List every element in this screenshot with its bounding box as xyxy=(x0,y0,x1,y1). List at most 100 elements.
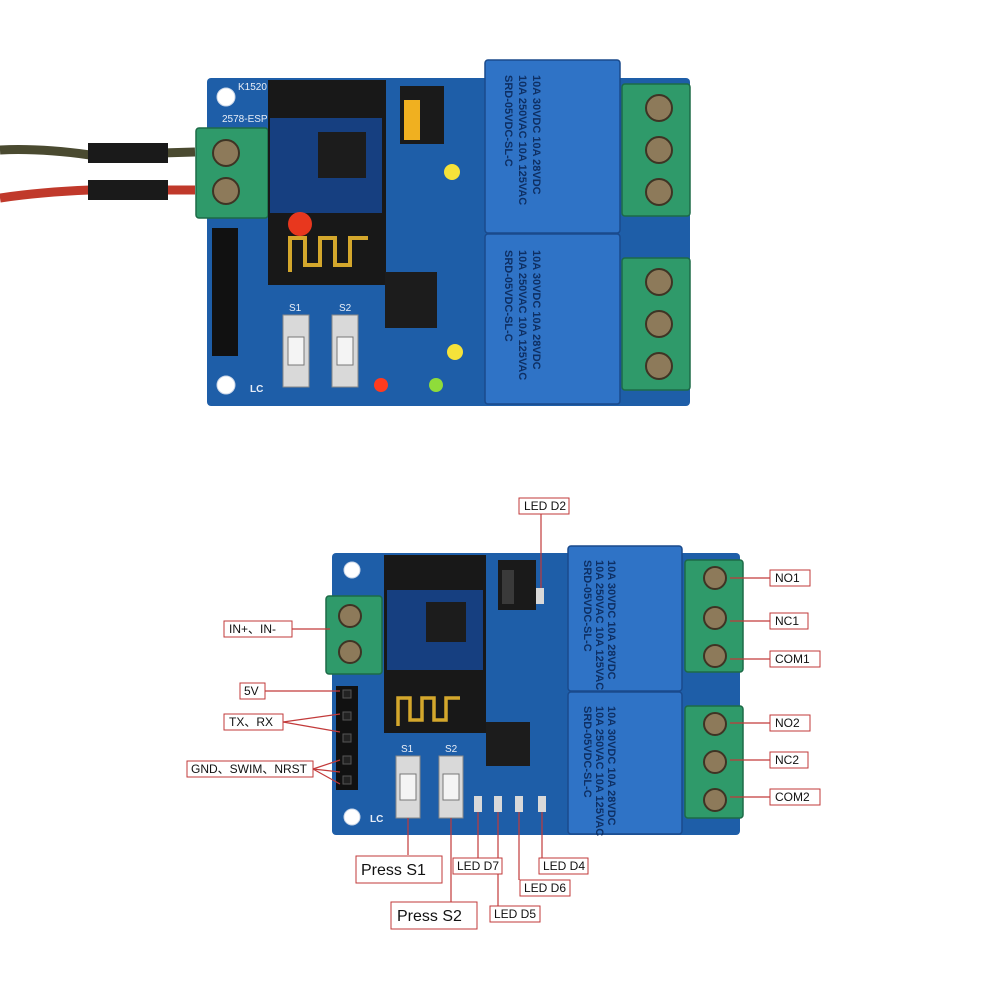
screw xyxy=(703,788,727,812)
svg-text:GND、SWIM、NRST: GND、SWIM、NRST xyxy=(191,762,308,776)
button-s2-base xyxy=(331,314,359,388)
led-red-glow xyxy=(288,212,312,236)
label-led-d7: LED D7 xyxy=(452,857,503,875)
svg-text:IN+、IN-: IN+、IN- xyxy=(229,622,276,636)
top-board-photo: S1 S2 LC K1520 2578-ESP SRD-05VDC-SL-C 1… xyxy=(0,59,691,406)
esp-antenna xyxy=(396,696,460,726)
svg-text:LED D2: LED D2 xyxy=(524,499,566,513)
screw xyxy=(645,310,673,338)
screw xyxy=(338,640,362,664)
svg-text:LED D7: LED D7 xyxy=(457,859,499,873)
screw xyxy=(212,139,240,167)
esp-chip xyxy=(318,132,366,178)
led-d2 xyxy=(536,588,544,604)
screw xyxy=(212,177,240,205)
led-d5 xyxy=(494,796,502,812)
label-no2: NO2 xyxy=(769,714,811,732)
svg-text:NO1: NO1 xyxy=(775,571,800,585)
svg-text:COM1: COM1 xyxy=(775,652,810,666)
silk-s2: S2 xyxy=(445,744,458,755)
relay-2-model: SRD-05VDC-SL-C xyxy=(581,706,593,798)
silk-brand: LC xyxy=(370,814,383,825)
jumper-cap xyxy=(404,100,420,140)
relay-1 xyxy=(484,59,621,234)
pin xyxy=(342,733,352,743)
screw xyxy=(703,644,727,668)
svg-text:Press S1: Press S1 xyxy=(361,862,426,879)
silk-s1: S1 xyxy=(289,303,302,314)
svg-text:5V: 5V xyxy=(244,684,259,698)
controller-chip xyxy=(486,722,530,766)
led-yellow xyxy=(447,344,463,360)
mount-hole xyxy=(216,87,236,107)
label-com2: COM2 xyxy=(769,788,821,806)
label-5v: 5V xyxy=(239,682,266,700)
relay-2 xyxy=(567,691,683,835)
label-nc1: NC1 xyxy=(769,612,809,630)
label-nc2: NC2 xyxy=(769,751,809,769)
leader-gnd-3 xyxy=(312,768,341,785)
button-s2-cap xyxy=(442,773,460,801)
relay-1-model: SRD-05VDC-SL-C xyxy=(502,75,514,167)
leader-gnd xyxy=(312,759,341,770)
svg-text:LED D6: LED D6 xyxy=(524,881,566,895)
label-led-d6: LED D6 xyxy=(519,879,571,897)
relay-1-rating-b: 10A 30VDC 10A 28VDC xyxy=(530,75,542,195)
screw xyxy=(645,268,673,296)
mount-hole xyxy=(343,561,361,579)
svg-text:Press S2: Press S2 xyxy=(397,908,462,925)
label-press-s2: Press S2 xyxy=(390,901,478,930)
screw xyxy=(645,94,673,122)
svg-text:LED D5: LED D5 xyxy=(494,907,536,921)
relay-2-rating-b: 10A 30VDC 10A 28VDC xyxy=(605,706,617,826)
svg-text:NO2: NO2 xyxy=(775,716,800,730)
silk-model-b: 2578-ESP xyxy=(222,114,268,125)
led-d4 xyxy=(538,796,546,812)
mount-hole xyxy=(216,375,236,395)
label-led-d2: LED D2 xyxy=(518,497,570,515)
led-d6 xyxy=(515,796,523,812)
pin xyxy=(342,755,352,765)
silk-s2: S2 xyxy=(339,303,352,314)
label-gnd: GND、SWIM、NRST xyxy=(186,760,314,778)
label-led-d5: LED D5 xyxy=(489,905,541,923)
relay-1-rating-a: 10A 250VAC 10A 125VAC xyxy=(516,75,528,205)
silk-brand: LC xyxy=(250,384,263,395)
relay-2-rating-b: 10A 30VDC 10A 28VDC xyxy=(530,250,542,370)
button-s1-cap xyxy=(399,773,417,801)
relay-1-rating-a: 10A 250VAC 10A 125VAC xyxy=(593,560,605,690)
screw xyxy=(703,750,727,774)
relay-1 xyxy=(567,545,683,692)
relay-1-model: SRD-05VDC-SL-C xyxy=(581,560,593,652)
label-press-s1: Press S1 xyxy=(355,855,443,884)
label-txrx: TX、RX xyxy=(223,713,284,731)
esp-chip xyxy=(426,602,466,642)
relay-1-rating-b: 10A 30VDC 10A 28VDC xyxy=(605,560,617,680)
led-green xyxy=(429,378,443,392)
relay-2-model: SRD-05VDC-SL-C xyxy=(502,250,514,342)
leader-txrx xyxy=(282,713,341,723)
svg-text:NC1: NC1 xyxy=(775,614,799,628)
led-red xyxy=(374,378,388,392)
relay-2 xyxy=(484,233,621,405)
relay-2-rating-a: 10A 250VAC 10A 125VAC xyxy=(593,706,605,836)
screw xyxy=(645,136,673,164)
pin xyxy=(342,775,352,785)
label-com1: COM1 xyxy=(769,650,821,668)
svg-text:NC2: NC2 xyxy=(775,753,799,767)
pin xyxy=(342,711,352,721)
jumper-cap xyxy=(502,570,514,604)
leader-txrx-2 xyxy=(282,721,341,733)
svg-text:LED D4: LED D4 xyxy=(543,859,585,873)
button-s2-cap xyxy=(336,336,354,366)
label-led-d4: LED D4 xyxy=(538,857,589,875)
wire-plug-1 xyxy=(88,143,168,163)
pin xyxy=(342,689,352,699)
screw xyxy=(703,566,727,590)
led-d7 xyxy=(474,796,482,812)
silk-s1: S1 xyxy=(401,744,414,755)
pin-header xyxy=(212,228,238,356)
label-in: IN+、IN- xyxy=(223,620,293,638)
screw xyxy=(338,604,362,628)
